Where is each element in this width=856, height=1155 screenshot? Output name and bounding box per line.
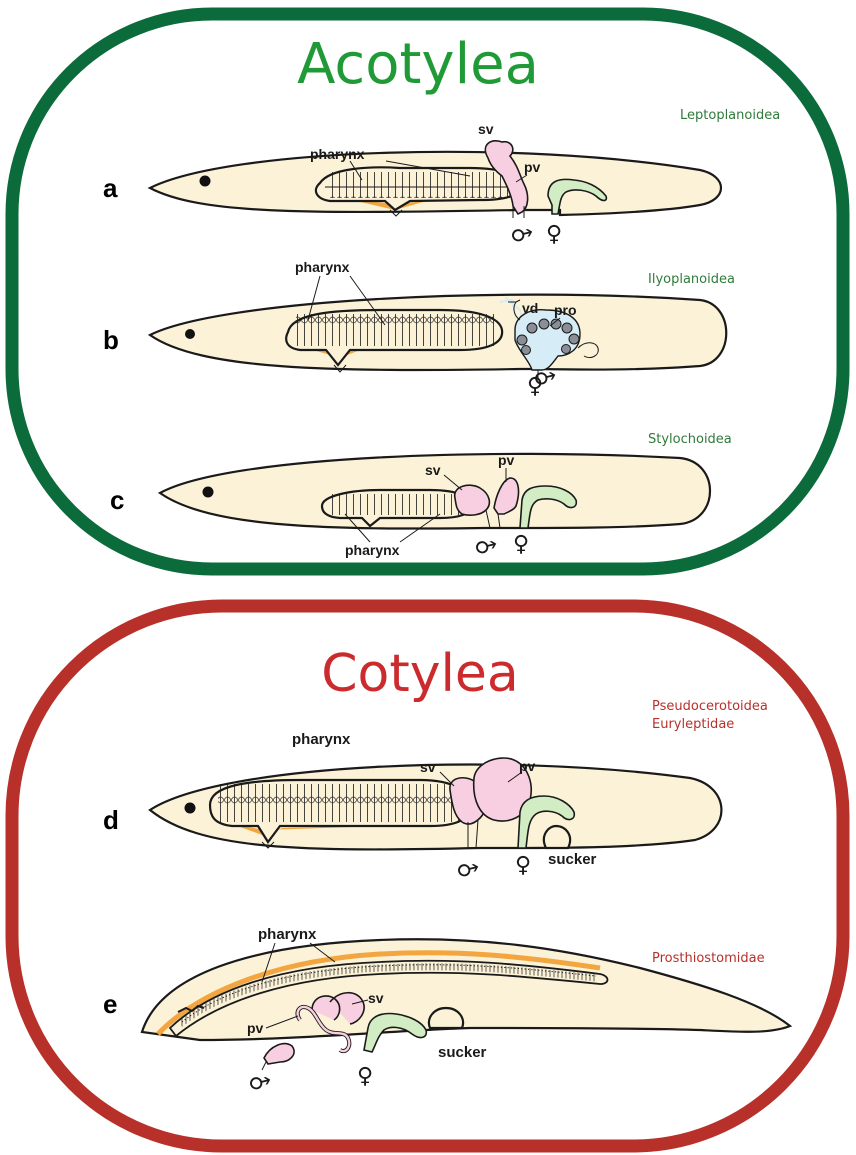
- penis-papilla-e: [264, 1044, 294, 1064]
- panel-letter-b: b: [103, 325, 119, 355]
- female-symbol-d: ♀: [515, 853, 531, 878]
- label-pharynx-a: pharynx: [310, 146, 365, 162]
- eyespot-a: [200, 176, 211, 187]
- panel-d: d pharynx sv pv sucker ♂ ♀: [103, 731, 721, 886]
- male-symbol-d: ♂: [451, 855, 481, 887]
- label-sucker-d: sucker: [548, 851, 597, 868]
- panel-letter-a: a: [103, 173, 118, 203]
- cotylea-title: Cotylea: [321, 644, 519, 704]
- label-pharynx-b: pharynx: [295, 259, 350, 275]
- label-pharynx-d: pharynx: [292, 731, 351, 748]
- eyespot-c: [203, 487, 214, 498]
- label-pharynx-e: pharynx: [258, 926, 317, 943]
- female-symbol-c: ♀: [513, 532, 529, 557]
- panel-letter-d: d: [103, 805, 119, 835]
- taxon-euryleptidae: Euryleptidae: [652, 717, 734, 732]
- group-acotylea: Acotylea a Leptoplanoidea pharynx sv: [12, 14, 843, 569]
- panel-e: e Prosthiostomidae pharynx sv pv suck: [103, 926, 790, 1099]
- panel-letter-c: c: [110, 485, 124, 515]
- taxon-ilyoplanoidea: Ilyoplanoidea: [648, 272, 735, 287]
- taxon-pseudocerotoidea: Pseudocerotoidea: [652, 699, 768, 714]
- label-pharynx-c: pharynx: [345, 542, 400, 558]
- female-symbol-a: ♀: [546, 222, 562, 247]
- eyespot-d: [185, 803, 196, 814]
- taxon-leptoplanoidea: Leptoplanoidea: [680, 108, 780, 123]
- label-vd-b: vd: [522, 300, 538, 316]
- label-pv-a: pv: [524, 159, 541, 175]
- female-symbol-e: ♀: [357, 1064, 373, 1089]
- sucker-e: [429, 1008, 463, 1028]
- label-pro-b: pro: [554, 302, 577, 318]
- male-symbol-a: ♂: [505, 220, 535, 252]
- label-sv-a: sv: [478, 121, 494, 137]
- label-sv-c: sv: [425, 462, 441, 478]
- label-sucker-e: sucker: [438, 1044, 487, 1061]
- panel-b: b Ilyoplanoidea pharynx: [103, 259, 735, 399]
- sucker-d: [544, 826, 570, 848]
- eyespot-b: [185, 329, 195, 339]
- group-cotylea: Cotylea Pseudocerotoidea Euryleptidae d …: [12, 606, 843, 1146]
- taxon-stylochoidea: Stylochoidea: [648, 432, 732, 447]
- label-sv-d: sv: [420, 759, 436, 775]
- panel-c: c Stylochoidea sv pv pharynx ♂ ♀: [110, 432, 732, 563]
- label-pv-d: pv: [519, 758, 536, 774]
- male-symbol-e: ♂: [243, 1068, 273, 1100]
- label-pv-c: pv: [498, 452, 515, 468]
- label-pv-e: pv: [247, 1020, 264, 1036]
- acotylea-title: Acotylea: [297, 32, 539, 97]
- pharynx-folds-b: [296, 314, 494, 346]
- male-symbol-c: ♂: [469, 532, 499, 564]
- taxon-prosthiostomidae: Prosthiostomidae: [652, 951, 765, 966]
- pharynx-folds-a: [330, 172, 512, 198]
- panel-letter-e: e: [103, 989, 117, 1019]
- pharynx-folds-d: [218, 784, 464, 822]
- panel-a: a Leptoplanoidea pharynx sv pv ♂: [103, 108, 780, 251]
- pharynx-folds-c: [330, 494, 466, 515]
- label-sv-e: sv: [368, 990, 384, 1006]
